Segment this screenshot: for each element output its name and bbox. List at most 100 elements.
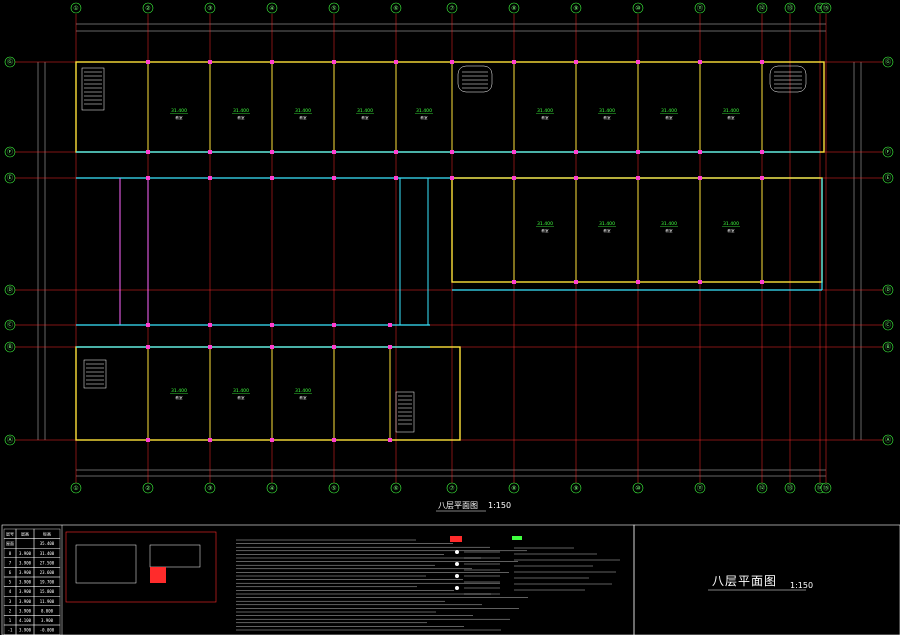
axis-bubble-row-6: Ⓕ (4, 146, 16, 158)
notes-area (1, 524, 635, 635)
axis-bubble-col-3: ③ (204, 2, 216, 14)
column (698, 176, 702, 180)
axis-label: Ⓕ (7, 148, 13, 156)
room-name: 教室 (361, 115, 369, 120)
axis-label: Ⓕ (885, 148, 891, 156)
axis-bubble-col-11: ⑪ (694, 482, 706, 494)
column (450, 176, 454, 180)
room-name: 教室 (420, 115, 428, 120)
axis-bubble-row-3: Ⓒ (4, 319, 16, 331)
axis-label: ④ (269, 5, 274, 12)
room-name: 教室 (541, 228, 549, 233)
axis-label: ⑤ (331, 485, 336, 492)
table-cell: 1 (9, 618, 12, 623)
table-cell: 4 (9, 589, 12, 594)
table-cell: 4.100 (19, 618, 32, 623)
structural-columns (146, 60, 764, 442)
legend-fire-marker (450, 536, 462, 542)
room-elevation: 31.400 (723, 221, 739, 227)
axis-bubble-col-11: ⑪ (694, 2, 706, 14)
column (332, 60, 336, 64)
drawing-scale: 1:150 (488, 501, 511, 510)
column (270, 150, 274, 154)
table-cell: 11.900 (40, 599, 55, 604)
axis-label: ⑮ (823, 484, 829, 492)
column (512, 150, 516, 154)
column (450, 150, 454, 154)
column (332, 345, 336, 349)
room-elevation: 31.400 (661, 108, 677, 114)
axis-bubble-col-8: ⑧ (508, 2, 520, 14)
axis-label: ⑪ (697, 4, 703, 12)
axis-bubble-col-4: ④ (266, 482, 278, 494)
room-name: 教室 (541, 115, 549, 120)
table-cell: 3.900 (19, 628, 32, 633)
column (388, 345, 392, 349)
column (270, 60, 274, 64)
axis-bubble-col-6: ⑥ (390, 2, 402, 14)
axis-label: ⑧ (511, 485, 516, 492)
axis-label: ② (145, 5, 150, 12)
room-elevation: 31.400 (233, 108, 249, 114)
frame-title: 八层平面图 (712, 574, 777, 588)
room-elevation: 31.400 (171, 388, 187, 394)
table-cell: 3.900 (19, 599, 32, 604)
table-cell: 标高 (43, 531, 51, 537)
axis-label: ⑩ (635, 5, 640, 12)
room-elevation: 31.400 (661, 221, 677, 227)
room-elevation: 31.400 (537, 221, 553, 227)
table-cell: 3.900 (19, 560, 32, 565)
table-cell: 3 (9, 599, 12, 604)
table-cell: -0.000 (40, 628, 55, 633)
axis-bubble-row-5: Ⓔ (4, 172, 16, 184)
room-elevation: 31.400 (723, 108, 739, 114)
column (636, 60, 640, 64)
column (146, 345, 150, 349)
axis-label: ③ (207, 5, 212, 12)
axis-label: Ⓔ (7, 174, 13, 182)
room-name: 教室 (727, 115, 735, 120)
axis-label: ⑥ (393, 5, 398, 12)
column (698, 280, 702, 284)
column (450, 60, 454, 64)
axis-label: ⑦ (449, 485, 454, 492)
column (698, 60, 702, 64)
table-cell: 7 (9, 560, 12, 565)
axis-bubble-col-15: ⑮ (820, 2, 832, 14)
axis-bubble-col-10: ⑩ (632, 2, 644, 14)
column (394, 60, 398, 64)
axis-bubble-row-4: Ⓓ (4, 284, 16, 296)
column (146, 176, 150, 180)
table-cell: 15.800 (40, 589, 55, 594)
axis-bubble-col-7: ⑦ (446, 482, 458, 494)
column (574, 150, 578, 154)
axis-bubble-col-10: ⑩ (632, 482, 644, 494)
column (332, 150, 336, 154)
axis-bubble-col-1: ① (70, 482, 82, 494)
axis-bubble-col-9: ⑨ (570, 2, 582, 14)
column (208, 60, 212, 64)
column (636, 176, 640, 180)
column (394, 176, 398, 180)
axis-label: ⑬ (787, 484, 793, 492)
axis-label: ⑬ (787, 4, 793, 12)
column (636, 150, 640, 154)
axis-label: ⑭ (817, 484, 823, 492)
legend-green-marker (512, 536, 522, 540)
axis-bubble-col-1: ① (70, 2, 82, 14)
frame-title-block: 八层平面图 1:150 (633, 524, 900, 635)
axis-label: Ⓒ (7, 321, 13, 329)
building-walls (75, 61, 825, 441)
room-name: 教室 (727, 228, 735, 233)
column (574, 176, 578, 180)
axis-label: ⑨ (573, 485, 578, 492)
table-cell: 2 (9, 608, 12, 613)
room-elevation: 31.400 (171, 108, 187, 114)
